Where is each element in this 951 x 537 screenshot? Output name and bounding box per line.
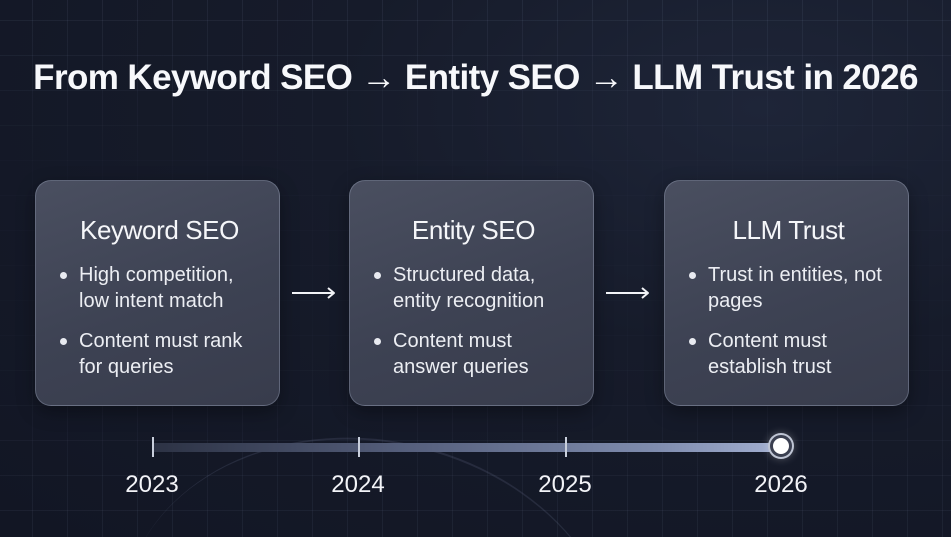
arrow-right-icon: [292, 287, 335, 299]
timeline-current-marker: [770, 435, 792, 457]
timeline-tick-2023: [152, 437, 154, 457]
bullet-item: Content must answer queries: [372, 328, 575, 380]
stage-card-entity-seo: Entity SEO Structured data, entity recog…: [349, 180, 594, 406]
timeline-year-label: 2026: [754, 471, 808, 498]
timeline-tick-2024: [358, 437, 360, 457]
timeline-tick-2025: [565, 437, 567, 457]
timeline-year-label: 2023: [125, 471, 179, 498]
timeline-year-label: 2024: [331, 471, 385, 498]
arrow-right-icon: [606, 287, 649, 299]
stage-card-llm-trust: LLM Trust Trust in entities, not pages C…: [664, 180, 909, 406]
bullet-item: High competition, low intent match: [58, 262, 261, 314]
stage-heading: Entity SEO: [411, 215, 536, 245]
bullet-item: Structured data, entity recognition: [372, 262, 575, 314]
stage-heading: LLM Trust: [732, 215, 845, 245]
stage-heading: Keyword SEO: [80, 215, 239, 245]
bullet-item: Trust in entities, not pages: [687, 262, 890, 314]
stage-bullets: Structured data, entity recognition Cont…: [372, 262, 575, 380]
bullet-item: Content must establish trust: [687, 328, 890, 380]
background-arc: [83, 392, 657, 537]
timeline: [152, 435, 792, 457]
bullet-item: Content must rank for queries: [58, 328, 261, 380]
page-title: From Keyword SEO → Entity SEO → LLM Trus…: [33, 58, 918, 97]
stage-bullets: High competition, low intent match Conte…: [58, 262, 261, 380]
stage-card-keyword-seo: Keyword SEO High competition, low intent…: [35, 180, 280, 406]
stage-bullets: Trust in entities, not pages Content mus…: [687, 262, 890, 380]
timeline-track: [152, 443, 782, 452]
timeline-year-label: 2025: [538, 471, 592, 498]
